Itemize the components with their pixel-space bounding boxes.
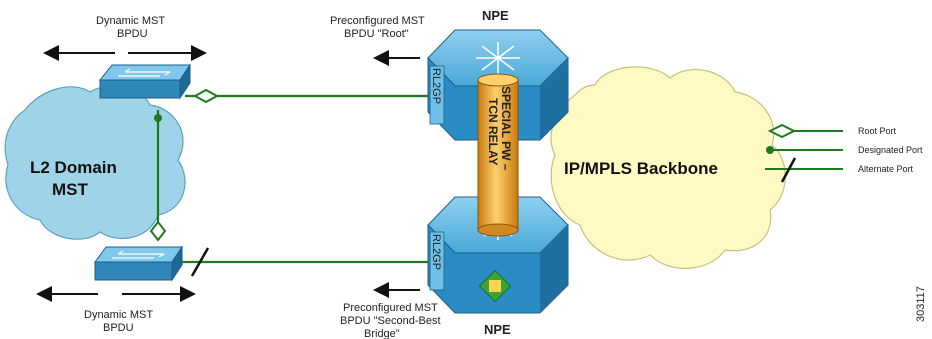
links: [156, 94, 435, 264]
switch-bottom: [94, 245, 183, 282]
root-port-marker-top: [192, 88, 220, 104]
legend-designated-port: Designated Port: [858, 145, 923, 155]
alternate-port-slash: [190, 247, 210, 277]
rl2gp-box-top: [429, 65, 445, 125]
figure-id: 303117: [915, 286, 927, 322]
preconfigured-bottom-line2: BPDU "Second-Best: [340, 315, 441, 327]
rl2gp-box-bottom: [429, 231, 445, 291]
preconfigured-top-line2: BPDU "Root": [344, 28, 409, 40]
dynamic-bpdu-top-line2: BPDU: [117, 28, 148, 40]
preconfigured-bottom-line1: Preconfigured MST: [343, 302, 438, 314]
dynamic-bpdu-bottom-line2: BPDU: [103, 322, 134, 334]
dynamic-bpdu-top-line1: Dynamic MST: [96, 15, 165, 27]
designated-port-left: [154, 114, 162, 122]
l2-domain-label-2: MST: [52, 180, 89, 199]
legend-alternate-port: Alternate Port: [858, 164, 914, 174]
legend-root-port: Root Port: [858, 126, 897, 136]
backbone-label: IP/MPLS Backbone: [564, 159, 718, 178]
npe-router-bottom: [427, 196, 569, 314]
legend: [765, 123, 843, 183]
rl2gp-label-bottom: RL2GP: [430, 234, 442, 270]
npe-label-bottom: NPE: [484, 322, 511, 337]
pw-label-2: TCN RELAY: [486, 98, 500, 166]
switch-top: [98, 63, 191, 100]
npe-label-top: NPE: [482, 8, 509, 23]
preconfigured-bottom-line3: Bridge": [364, 328, 400, 339]
preconfigured-top-line1: Preconfigured MST: [330, 15, 425, 27]
root-port-marker-bottom: [149, 220, 167, 242]
dynamic-bpdu-bottom-line1: Dynamic MST: [84, 309, 153, 321]
special-pw-cylinder: [477, 73, 519, 237]
ip-mpls-backbone-cloud: [550, 66, 786, 269]
rl2gp-label-top: RL2GP: [430, 68, 442, 104]
l2-domain-label-1: L2 Domain: [30, 158, 117, 177]
pw-label-1: SPECIAL PW –: [499, 86, 513, 171]
